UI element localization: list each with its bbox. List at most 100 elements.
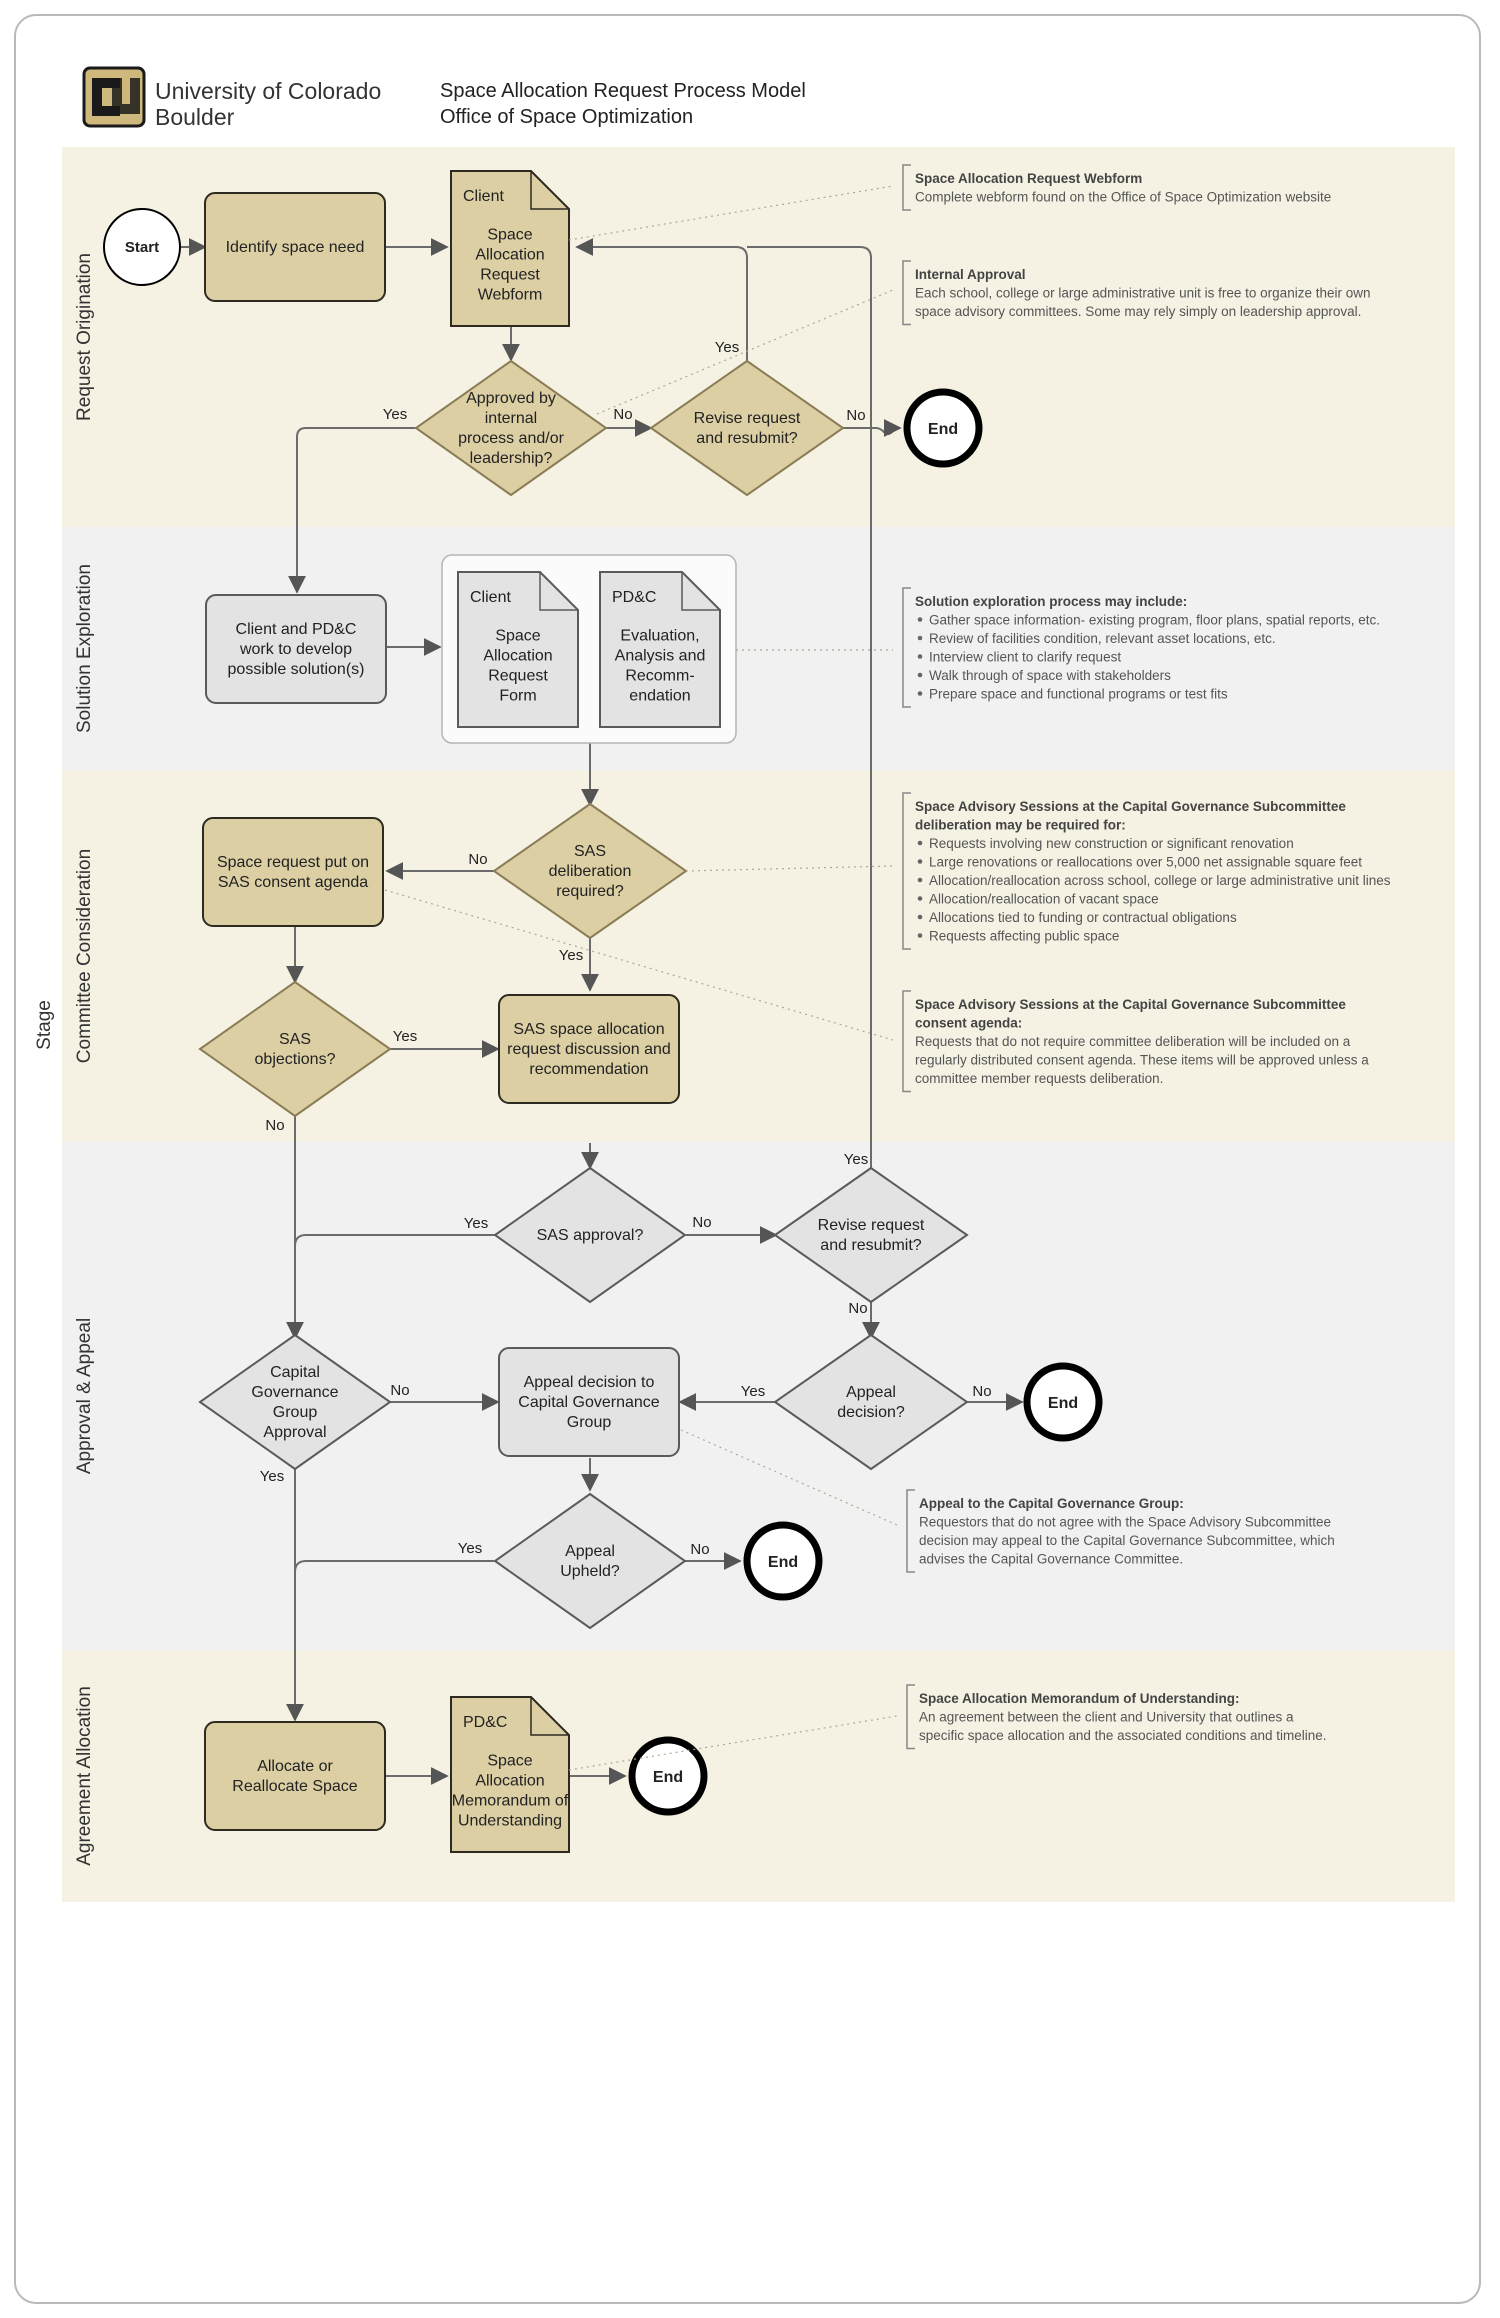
edge-internal-develop — [288, 427, 416, 594]
label-revise1-no: No — [846, 407, 865, 424]
label-appeal-dec-yes: Yes — [741, 1383, 765, 1400]
evaluation-doc-text: Recomm- — [625, 668, 694, 685]
lane-label: Solution Exploration — [74, 564, 95, 733]
end4-node — [628, 1736, 708, 1816]
mou-doc-text: Understanding — [458, 1813, 562, 1830]
lane-label: Committee Consideration — [74, 849, 95, 1063]
pointer-sas-deliberation — [685, 865, 894, 872]
cgg-approval-diamond-text: Governance — [251, 1384, 338, 1401]
label-internal-no: No — [613, 406, 632, 423]
lane-label: Agreement Allocation — [74, 1686, 95, 1866]
note-exploration-title: Solution exploration process may include… — [915, 594, 1187, 609]
note-internal-title: Internal Approval — [915, 267, 1026, 282]
develop-solutions-box-text: possible solution(s) — [228, 661, 365, 678]
mou-doc-text: Space — [487, 1753, 532, 1770]
note-sas-deliberation-bullet-text: Requests affecting public space — [929, 929, 1119, 944]
stage-label: Stage — [34, 1000, 55, 1050]
mou-doc-text: Memorandum of — [452, 1793, 569, 1810]
note-mou-title: Space Allocation Memorandum of Understan… — [919, 1691, 1240, 1706]
note-exploration-bullet-text: Interview client to clarify request — [929, 650, 1121, 665]
develop-solutions-box-text: work to develop — [239, 641, 352, 658]
end1-node-text: End — [928, 421, 958, 438]
mou-doc-owner: PD&C — [463, 1714, 507, 1731]
label-revise1-yes: Yes — [715, 339, 739, 356]
start-node-text: Start — [125, 239, 159, 256]
request-form-doc-fold — [539, 572, 578, 611]
sas-deliberation-diamond-text: SAS — [574, 843, 606, 860]
request-form-doc-text: Request — [488, 668, 548, 685]
end3-node-text: End — [768, 1554, 798, 1571]
lane-label: Approval & Appeal — [74, 1318, 95, 1474]
evaluation-doc-text: endation — [629, 688, 690, 705]
note-appeal-line: advises the Capital Governance Committee… — [919, 1552, 1183, 1567]
evaluation-doc-fold — [681, 572, 720, 611]
mou-doc-fold — [530, 1697, 569, 1736]
note-sas-deliberation-bullet — [917, 859, 923, 864]
approved-internal-diamond-text: process and/or — [458, 430, 565, 447]
revise2-diamond — [773, 1166, 969, 1304]
revise1-diamond-text: and resubmit? — [696, 430, 797, 447]
appeal-decision-diamond-text: decision? — [837, 1404, 905, 1421]
org-name-line1: University of Colorado — [155, 78, 382, 104]
note-sas-deliberation-bullet-text: Allocation/reallocation across school, c… — [929, 873, 1391, 888]
consent-agenda-box-text: SAS consent agenda — [218, 874, 368, 891]
note-appeal-line: decision may appeal to the Capital Gover… — [919, 1533, 1335, 1548]
edge-revise1-webform — [575, 238, 748, 366]
label-delib-no: No — [468, 851, 487, 868]
pointer-mou — [568, 1715, 898, 1771]
note-sas-deliberation-bullet — [917, 877, 923, 883]
note-webform-title: Space Allocation Request Webform — [915, 171, 1142, 186]
note-consent-line: Requests that do not require committee d… — [915, 1034, 1351, 1049]
note-sas-deliberation-bullet-text: Allocation/reallocation of vacant space — [929, 892, 1159, 907]
appeal-to-cgg-box-text: Capital Governance — [518, 1394, 660, 1411]
label-upheld-yes: Yes — [458, 1540, 482, 1557]
cgg-approval-diamond — [198, 1333, 392, 1471]
note-sas-deliberation-bullet — [917, 896, 923, 901]
request-form-doc-text: Space — [495, 628, 540, 645]
org-name-line2: Boulder — [155, 104, 235, 130]
note-exploration-bullet — [917, 654, 923, 659]
note-sas-deliberation-bullet — [917, 840, 923, 846]
note-sas-deliberation-title: Space Advisory Sessions at the Capital G… — [915, 799, 1346, 814]
note-mou-bracket — [906, 1684, 915, 1750]
note-exploration-bullet-text: Gather space information- existing progr… — [929, 613, 1380, 628]
note-webform-bracket — [902, 164, 911, 211]
note-consent-line: committee member requests deliberation. — [915, 1071, 1163, 1086]
end4-node-text: End — [653, 1769, 683, 1786]
revise2-diamond-text: and resubmit? — [820, 1237, 921, 1254]
label-internal-yes: Yes — [383, 406, 407, 423]
label-cgg-yes: Yes — [260, 1468, 284, 1485]
approved-internal-diamond-text: Approved by — [466, 390, 556, 407]
revise1-diamond-text: Revise request — [694, 410, 801, 427]
appeal-to-cgg-box-text: Group — [567, 1414, 612, 1431]
note-exploration-bullet — [917, 635, 923, 641]
note-mou-line: specific space allocation and the associ… — [919, 1728, 1327, 1743]
pointer-webform — [568, 185, 894, 241]
note-exploration-bracket — [902, 587, 911, 708]
note-sas-deliberation-bullet-text: Allocations tied to funding or contractu… — [929, 910, 1237, 925]
sas-objections-diamond-text: SAS — [279, 1031, 311, 1048]
note-sas-deliberation-bullet-text: Requests involving new construction or s… — [929, 836, 1294, 851]
note-appeal-bracket — [906, 1489, 915, 1573]
webform-doc-owner: Client — [463, 188, 504, 205]
note-consent-line: regularly distributed consent agenda. Th… — [915, 1053, 1369, 1068]
request-form-doc-text: Form — [499, 688, 536, 705]
edge-revise2-webform — [747, 246, 872, 1168]
diagram-subtitle: Office of Space Optimization — [440, 106, 694, 128]
sas-objections-diamond-text: objections? — [255, 1051, 336, 1068]
revise1-diamond — [649, 359, 845, 497]
note-exploration-bullet-text: Review of facilities condition, relevant… — [929, 631, 1276, 646]
label-cgg-no: No — [390, 1382, 409, 1399]
develop-solutions-box-text: Client and PD&C — [236, 621, 357, 638]
label-objections-no: No — [265, 1117, 284, 1134]
note-internal-bracket — [902, 260, 911, 326]
approved-internal-diamond-text: leadership? — [470, 450, 553, 467]
note-internal-line: space advisory committees. Some may rely… — [915, 304, 1361, 319]
note-appeal-line: Requestors that do not agree with the Sp… — [919, 1515, 1331, 1530]
note-exploration-bullet — [917, 617, 923, 622]
request-form-doc-owner: Client — [470, 589, 511, 606]
sas-discussion-box-text: SAS space allocation — [513, 1021, 664, 1038]
cgg-approval-diamond-text: Approval — [263, 1424, 326, 1441]
cgg-approval-diamond-text: Capital — [270, 1364, 320, 1381]
appeal-to-cgg-box-text: Appeal decision to — [524, 1374, 655, 1391]
